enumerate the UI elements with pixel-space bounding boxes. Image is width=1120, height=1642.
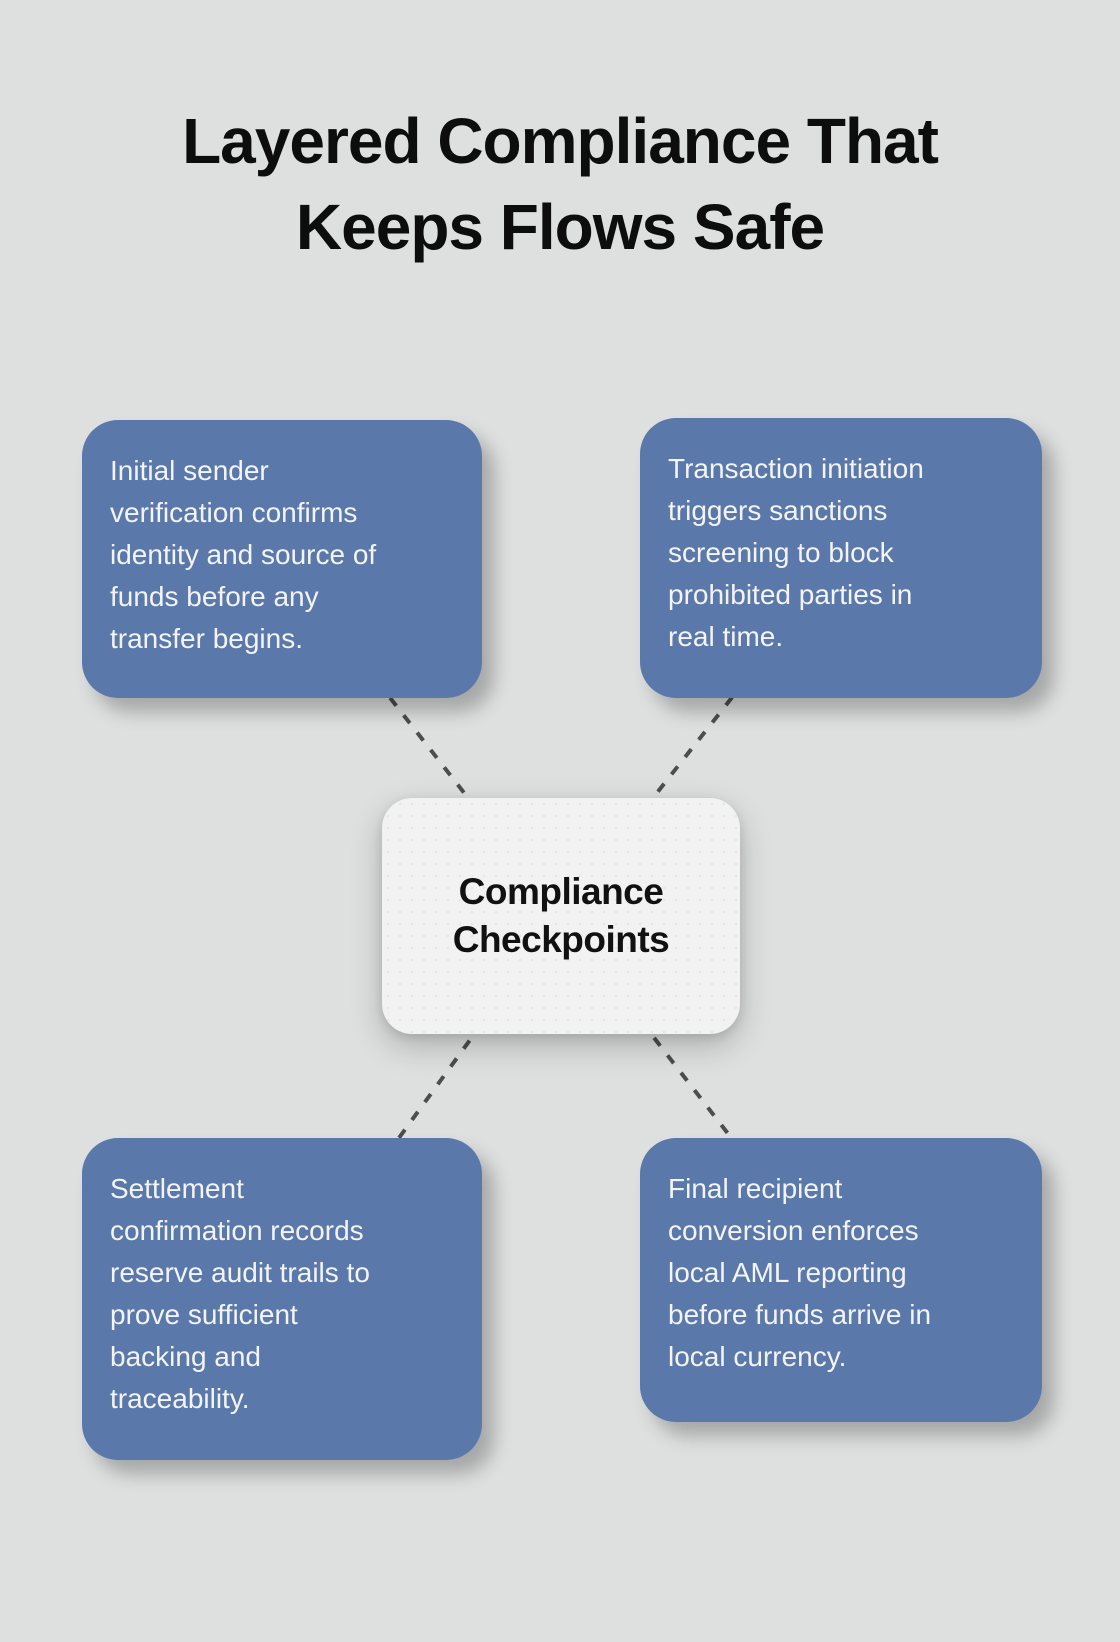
center-node-compliance-checkpoints: Compliance Checkpoints <box>382 798 740 1034</box>
page-title: Layered Compliance That Keeps Flows Safe <box>182 105 939 263</box>
node-sanctions-screening-text: Transaction initiation triggers sanction… <box>668 453 924 652</box>
node-settlement-confirmation: Settlement confirmation records reserve … <box>82 1138 482 1460</box>
node-sanctions-screening: Transaction initiation triggers sanction… <box>640 418 1042 698</box>
node-sender-verification-text: Initial sender verification confirms ide… <box>110 455 377 654</box>
node-recipient-conversion-text: Final recipient conversion enforces loca… <box>668 1173 932 1372</box>
node-settlement-confirmation-text: Settlement confirmation records reserve … <box>110 1173 370 1414</box>
node-sender-verification: Initial sender verification confirms ide… <box>82 420 482 698</box>
center-node-label: Compliance Checkpoints <box>452 871 670 960</box>
node-recipient-conversion: Final recipient conversion enforces loca… <box>640 1138 1042 1422</box>
